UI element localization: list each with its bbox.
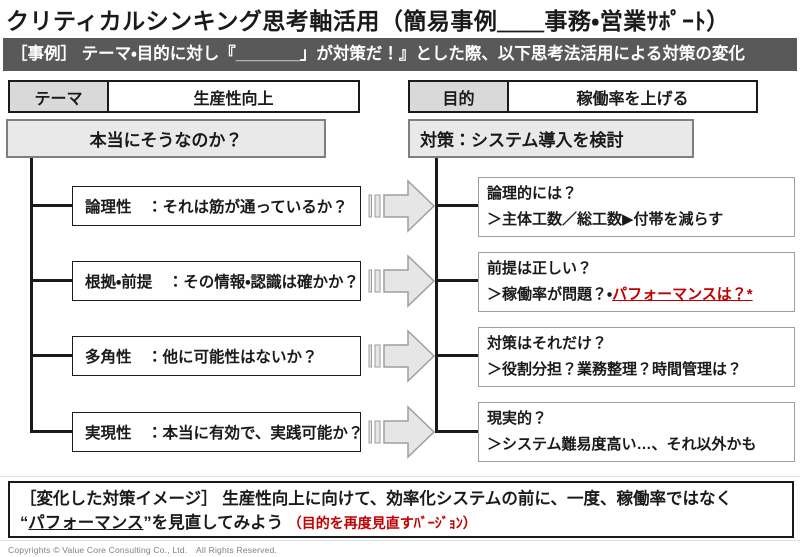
result-detail: ＞システム難易度高い…、それ以外かも	[487, 436, 757, 453]
result-box-logic: 論理的には？ ＞主体工数／総工数▶付帯を減らす	[478, 177, 795, 237]
red-note: （目的を再度見直すﾊﾞｰｼﾞｮﾝ）	[287, 515, 477, 531]
underlined-keyword: パフォーマンス	[28, 514, 144, 532]
result-detail: ＞主体工数／総工数▶付帯を減らす	[487, 211, 724, 228]
result-box-feasibility: 現実的？ ＞システム難易度高い…、それ以外かも	[478, 402, 795, 462]
divider-line	[0, 540, 800, 541]
result-question: 前提は正しい？	[487, 260, 593, 277]
left-branch-3	[30, 354, 73, 357]
copyright-text: Copyrights © Value Core Consulting Co., …	[8, 545, 278, 555]
divider-line	[0, 476, 800, 477]
changed-countermeasure-box: ［変化した対策イメージ］ 生産性向上に向けて、効率化システムの前に、一度、稼働率…	[8, 481, 794, 538]
result-box-multiangle: 対策はそれだけ？ ＞役割分担？業務整理？時間管理は？	[478, 327, 795, 387]
left-branch-4	[30, 430, 73, 433]
block-arrow-icon	[368, 405, 436, 459]
purpose-label: 目的	[410, 82, 509, 111]
result-detail: ＞稼働率が問題？・パフォーマンスは？*	[487, 286, 753, 303]
left-branch-2	[30, 279, 73, 282]
result-box-evidence: 前提は正しい？ ＞稼働率が問題？・パフォーマンスは？*	[478, 252, 795, 312]
right-branch-4	[435, 430, 478, 433]
result-question: 対策はそれだけ？	[487, 335, 608, 352]
purpose-table: 目的 稼働率を上げる	[408, 80, 758, 113]
theme-table: テーマ 生産性向上	[8, 80, 360, 113]
summary-line1: ［変化した対策イメージ］ 生産性向上に向けて、効率化システムの前に、一度、稼働率…	[20, 490, 732, 508]
page-title: クリティカルシンキング思考軸活用（簡易事例＿＿事務・営業ｻﾎﾟｰﾄ）	[6, 8, 730, 34]
axis-box-feasibility: 実現性 ：本当に有効で、実践可能か？	[72, 412, 363, 452]
result-question: 現実的？	[487, 410, 548, 427]
result-detail: ＞役割分担？業務整理？時間管理は？	[487, 361, 743, 378]
result-question: 論理的には？	[487, 185, 578, 202]
theme-label: テーマ	[10, 82, 109, 111]
block-arrow-icon	[368, 329, 436, 383]
highlighted-detail: パフォーマンスは？*	[612, 286, 753, 303]
left-root-box: 本当にそうなのか？	[6, 119, 326, 158]
right-branch-3	[435, 354, 478, 357]
summary-line2: “パフォーマンス”を見直してみよう （目的を再度見直すﾊﾞｰｼﾞｮﾝ）	[20, 514, 477, 532]
block-arrow-icon	[368, 179, 436, 233]
axis-box-multiangle: 多角性 ：他に可能性はないか？	[72, 336, 361, 376]
left-connector-trunk	[30, 158, 33, 432]
theme-value: 生産性向上	[193, 90, 274, 108]
purpose-value: 稼働率を上げる	[576, 90, 689, 108]
right-root-box: 対策：システム導入を検討	[408, 119, 694, 158]
axis-box-logic: 論理性 ：それは筋が通っているか？	[72, 186, 361, 226]
case-subtitle-bar: ［事例］ テーマ・目的に対し『_______」が対策だ！』とした際、以下思考法活…	[3, 38, 797, 71]
right-connector-trunk	[435, 158, 438, 432]
left-branch-1	[30, 204, 73, 207]
right-branch-2	[435, 279, 478, 282]
block-arrow-icon	[368, 254, 436, 308]
right-branch-1	[435, 204, 478, 207]
axis-box-evidence: 根拠・前提 ：その情報・認識は確かか？	[72, 261, 361, 301]
